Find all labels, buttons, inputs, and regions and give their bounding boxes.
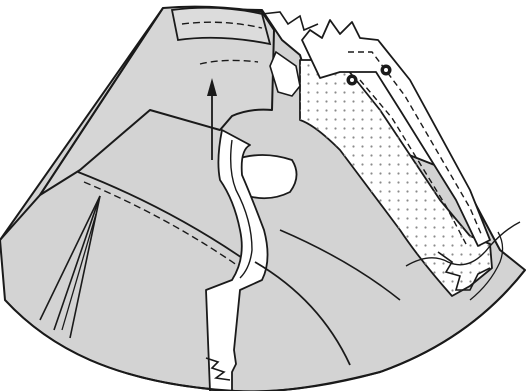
button-lower	[347, 75, 358, 86]
cuff-band	[172, 8, 270, 44]
button-upper	[381, 65, 392, 76]
